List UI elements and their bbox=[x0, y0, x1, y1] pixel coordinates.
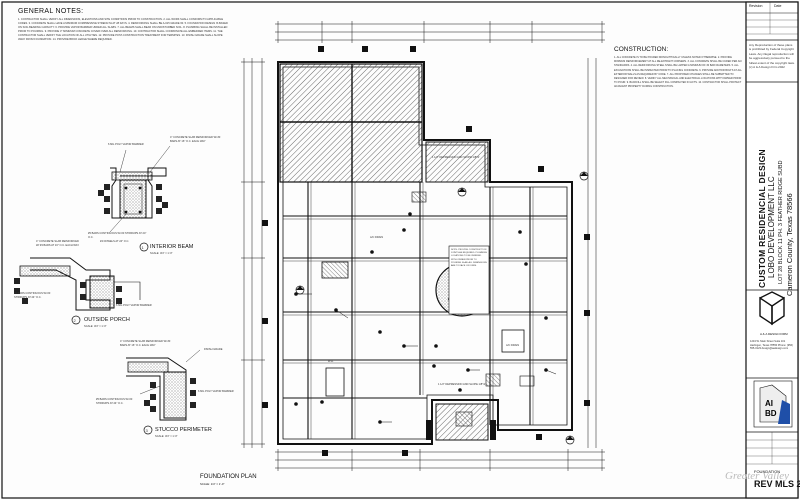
detail-number-1: 1 bbox=[141, 245, 144, 250]
detail-number-2: 2 bbox=[73, 318, 76, 323]
callout-finish-grade: FINISH GRADE bbox=[204, 348, 223, 351]
firm-logo-icon bbox=[752, 291, 792, 328]
callout-porch-slab: 4" CONCRETE SLAB REINFORCED W/ #3 BARS A… bbox=[36, 240, 80, 247]
revision-label: Revision bbox=[749, 4, 763, 8]
detail-scale-stucco-perimeter: SCALE: 3/4" = 1'-0" bbox=[155, 435, 178, 438]
construction-notes-body: 1. ALL CONCRETE IS TO BE POURED MONOLITH… bbox=[614, 56, 742, 89]
general-notes-body: 1. CONTRACTOR SHALL VERIFY ALL DIMENSION… bbox=[18, 18, 228, 42]
client-name: LOBO DEVELOPMENT LLC bbox=[767, 176, 776, 278]
detail-title-stucco-perimeter: STUCCO PERIMETER bbox=[155, 427, 212, 433]
detail-scale-interior-beam: SCALE: 3/4" = 1'-0" bbox=[150, 252, 173, 255]
firm-name: CUSTOM RESIDENCIAL DESIGN bbox=[757, 149, 767, 288]
foundation-plan-scale: SCALE: 1/4" = 1'-0" bbox=[200, 482, 225, 486]
plan-callout-ac-drain-1: A/C DRAIN bbox=[370, 236, 384, 239]
plan-callout-depression-1: 1 1/2" DEPRESSION AND SLOPE 1/8"/1' bbox=[432, 156, 480, 159]
callout-stucco-poly: 6 MIL POLY VAPOR BARRIER bbox=[198, 390, 234, 393]
callout-stucco-bars: #5 BARS CONTINUOUS W/ #3 STIRRUPS AT 24"… bbox=[96, 398, 133, 405]
svg-text:AI: AI bbox=[765, 399, 773, 408]
project-location: Cameron County, Texas 78566 bbox=[785, 193, 794, 296]
lot-description: LOT 28 BLOCK 11 PH. 3 FEATHER RIDGE SUBD bbox=[778, 160, 784, 284]
date-label: Date bbox=[774, 4, 782, 8]
copyright-notice: Any Reproduction of these plans is prohi… bbox=[749, 43, 795, 70]
section-details bbox=[14, 145, 201, 435]
callout-vapor-barrier: 6 MIL POLY VAPOR BARRIER bbox=[108, 143, 144, 146]
plan-callout-depression-2: 1 1/2" DEPRESSION AND SLOPE 1/8"/1' bbox=[438, 383, 486, 386]
foundation-plan bbox=[241, 21, 605, 471]
aibd-badge-icon: AI BD bbox=[753, 380, 793, 428]
callout-stucco-slab: 4" CONCRETE SLAB REINFORCED W/ #3 BARS A… bbox=[120, 340, 171, 347]
detail-number-3: 3 bbox=[145, 428, 148, 433]
construction-notes-title: CONSTRUCTION: bbox=[614, 46, 669, 53]
studio-address: 1234 W. Main Street Suite 101 Harlingen,… bbox=[750, 340, 793, 351]
detail-scale-outside-porch: SCALE: 3/4" = 1'-0" bbox=[84, 325, 107, 328]
svg-text:BD: BD bbox=[765, 409, 777, 418]
general-notes-title: GENERAL NOTES: bbox=[18, 8, 84, 15]
studio-name: A & A DESIGN FIRM bbox=[760, 332, 788, 336]
plan-callout-ac-drain-2: A/C DRAIN bbox=[506, 344, 520, 347]
detail-title-interior-beam: INTERIOR BEAM bbox=[150, 244, 194, 250]
sheet-number: REV MLS 2 bbox=[754, 479, 800, 489]
plan-note-box: NOTE: PROVIDE CONSTRUCTION JOINTS AS REQ… bbox=[451, 249, 487, 268]
watermark: Greater Valley bbox=[725, 470, 790, 482]
foundation-plan-title: FOUNDATION PLAN bbox=[200, 474, 257, 480]
callout-bars: #5 BARS CONTINUOUS W/ #3 STIRRUPS AT 24"… bbox=[88, 232, 147, 239]
callout-dowels: #4 DOWELS AT 24" O.C. bbox=[100, 240, 130, 243]
callout-porch-poly: 6 MIL POLY VAPOR BARRIER bbox=[116, 304, 152, 307]
plan-callout-water-heater: W.H. bbox=[328, 360, 334, 363]
sheet-title: FOUNDATION bbox=[754, 469, 781, 474]
callout-porch-bars: #5 BARS CONTINUOUS W/ #3 STIRRUPS AT 24"… bbox=[14, 292, 51, 299]
detail-title-outside-porch: OUTSIDE PORCH bbox=[84, 317, 130, 323]
title-block-frame: AI BD bbox=[745, 1, 799, 499]
callout-concrete-slab: 4" CONCRETE SLAB REINFORCED W/ #3 BARS A… bbox=[170, 136, 221, 143]
